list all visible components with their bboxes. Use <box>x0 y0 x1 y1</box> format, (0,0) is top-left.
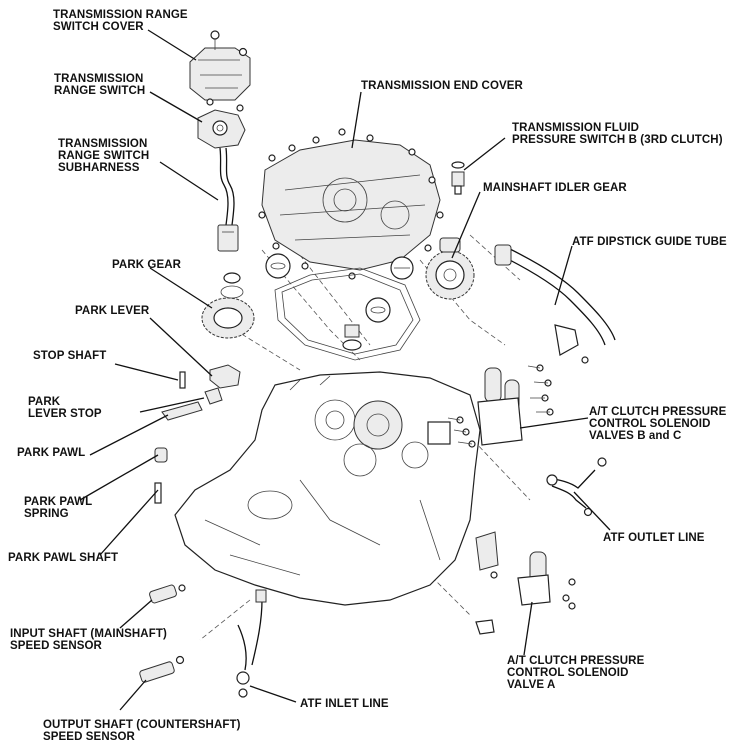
label-range-switch-subharness: TRANSMISSION RANGE SWITCH SUBHARNESS <box>58 138 150 174</box>
label-fluid-pressure-switch-b: TRANSMISSION FLUID PRESSURE SWITCH B (3R… <box>512 122 723 146</box>
park-gear-part <box>201 272 255 339</box>
label-atf-dipstick-guide-tube: ATF DIPSTICK GUIDE TUBE <box>572 236 727 248</box>
range-switch-part <box>197 98 246 149</box>
range-switch-subharness-part <box>217 147 239 252</box>
label-park-gear: PARK GEAR <box>112 259 182 271</box>
label-stop-shaft: STOP SHAFT <box>33 350 107 362</box>
transmission-housing-part <box>174 371 481 606</box>
label-park-pawl-shaft: PARK PAWL SHAFT <box>8 552 119 564</box>
label-park-lever-stop: PARK LEVER STOP <box>28 396 102 420</box>
fluid-pressure-switch-b-part <box>451 161 465 195</box>
gasket-part <box>274 267 421 361</box>
label-atf-inlet-line: ATF INLET LINE <box>300 698 389 710</box>
mainshaft-idler-gear-part <box>390 237 475 300</box>
o-ring-callouts <box>265 253 391 323</box>
output-shaft-sensor-part <box>139 655 185 683</box>
label-range-switch-cover: TRANSMISSION RANGE SWITCH COVER <box>53 9 188 33</box>
label-mainshaft-idler-gear: MAINSHAFT IDLER GEAR <box>483 182 627 194</box>
label-solenoid-valves-bc: A/T CLUTCH PRESSURE CONTROL SOLENOID VAL… <box>589 406 727 442</box>
label-park-pawl: PARK PAWL <box>17 447 86 459</box>
label-input-shaft-sensor: INPUT SHAFT (MAINSHAFT) SPEED SENSOR <box>10 628 167 652</box>
leader-lines <box>79 29 611 711</box>
solenoid-valves-bc-part <box>427 364 554 448</box>
range-switch-cover-part <box>189 30 251 101</box>
label-output-shaft-sensor: OUTPUT SHAFT (COUNTERSHAFT) SPEED SENSOR <box>43 719 241 743</box>
atf-dipstick-guide-tube-part <box>494 244 616 364</box>
label-range-switch: TRANSMISSION RANGE SWITCH <box>54 73 146 97</box>
label-end-cover: TRANSMISSION END COVER <box>361 80 523 92</box>
atf-inlet-line-part <box>236 589 267 698</box>
end-cover-part <box>258 128 444 280</box>
park-mechanism-parts <box>154 364 241 504</box>
atf-outlet-line-part <box>546 457 607 517</box>
label-park-lever: PARK LEVER <box>75 305 150 317</box>
label-park-pawl-spring: PARK PAWL SPRING <box>24 496 93 520</box>
label-solenoid-valve-a: A/T CLUTCH PRESSURE CONTROL SOLENOID VAL… <box>507 655 645 691</box>
input-shaft-sensor-part <box>149 584 186 604</box>
label-atf-outlet-line: ATF OUTLET LINE <box>603 532 705 544</box>
solenoid-valve-a-part <box>475 531 576 635</box>
